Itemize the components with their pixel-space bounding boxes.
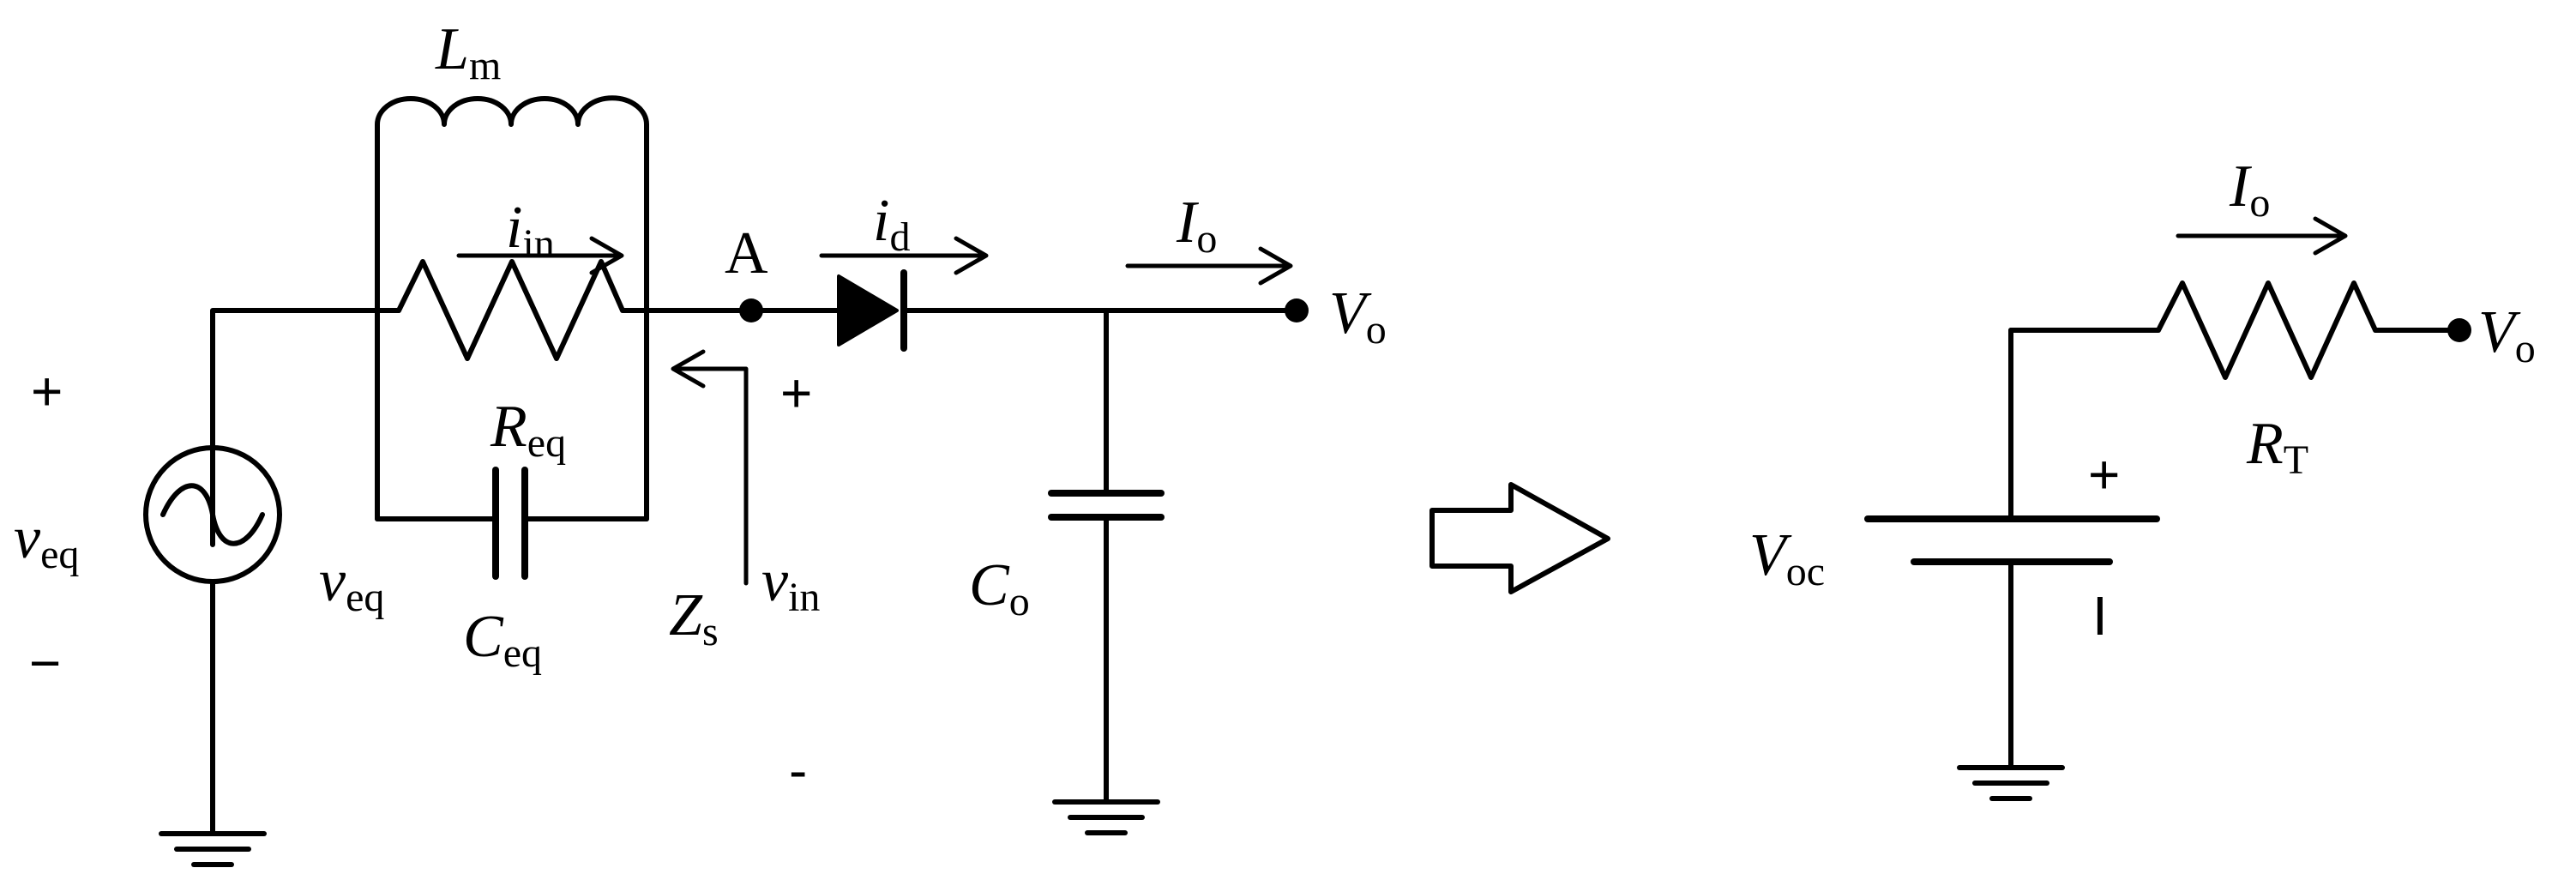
ground-icon <box>159 831 267 867</box>
vin-plus-sign: + <box>780 362 812 424</box>
label-resistor: Req <box>490 394 566 466</box>
inductor-symbol <box>375 95 649 148</box>
label-impedance: Zs <box>669 582 719 654</box>
resistor-symbol <box>375 259 754 361</box>
left-circuit: Lm iin Req Ceq + veq − veq A id + Zs vin… <box>14 16 1387 867</box>
source-minus-sign: − <box>29 632 61 694</box>
label-output-current-right: Io <box>2229 154 2270 226</box>
label-output-voltage-right: Vo <box>2478 299 2536 371</box>
right-circuit: Io Vo RT + Voc I <box>1749 154 2536 801</box>
arrow-impedance-icon <box>671 349 749 586</box>
ground-icon <box>1052 799 1160 835</box>
label-current-in: iin <box>506 195 555 267</box>
label-inductor: Lm <box>435 16 501 88</box>
label-battery: Voc <box>1749 522 1825 594</box>
sine-icon <box>160 483 265 546</box>
battery-minus-sign: I <box>2092 585 2108 647</box>
output-node-dot <box>1285 298 1309 322</box>
label-output-cap: Co <box>969 552 1030 624</box>
battery-plus-sign: + <box>2088 443 2120 505</box>
label-node-a: A <box>725 220 768 286</box>
ground-icon <box>1957 765 2065 801</box>
diode-symbol <box>837 274 899 347</box>
label-source-side: veq <box>319 548 384 620</box>
arrow-diode-current-icon <box>819 236 989 275</box>
wire-source-top <box>210 308 380 547</box>
vin-minus-sign: - <box>789 739 807 801</box>
label-capacitor-eq: Ceq <box>463 604 542 676</box>
label-source: veq <box>14 505 79 577</box>
transform-arrow-icon <box>1429 482 1610 594</box>
label-output-current: Io <box>1176 190 1217 262</box>
label-resistor-t: RT <box>2246 411 2308 483</box>
output-node-right-dot <box>2447 318 2471 342</box>
arrow-current-in-icon <box>456 236 624 275</box>
resistor-t-symbol <box>2137 280 2462 380</box>
arrow-output-current-icon <box>1125 246 1293 286</box>
label-voltage-in: vin <box>761 548 820 620</box>
source-plus-sign: + <box>31 360 63 422</box>
label-diode-current: id <box>873 188 910 260</box>
arrow-output-current-right-icon <box>2176 216 2348 256</box>
label-output-voltage: Vo <box>1329 280 1387 353</box>
